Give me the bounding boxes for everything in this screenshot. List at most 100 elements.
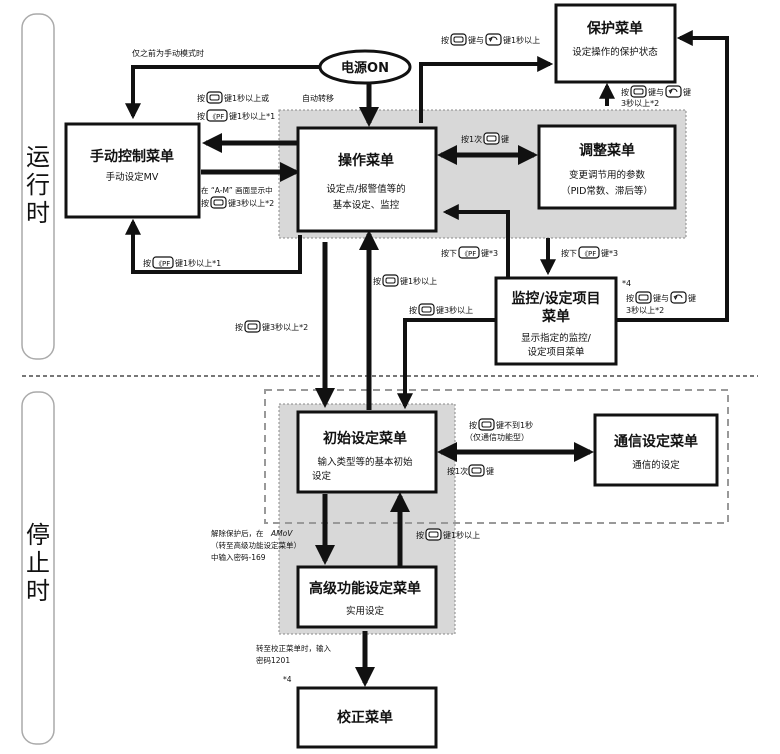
calib-menu-title: 校正菜单 <box>337 709 393 726</box>
label-calib-1: 转至校正菜单时，输入 <box>256 643 331 653</box>
label-comm-key-post: 键不到1秒 <box>496 420 533 430</box>
label-auto-trans: 自动转移 <box>302 93 334 103</box>
label-comm-once-pre: 按1次 <box>447 466 468 476</box>
label-am-key-post: 键3秒以上*2 <box>228 198 274 208</box>
label-am-key-pre: 按 <box>201 198 209 208</box>
stopped-char-2: 止 <box>26 549 50 577</box>
label-adjust-to-monitor-post: 键*3 <box>601 248 618 258</box>
label-monitor-protect-pre: 按 <box>626 293 634 303</box>
protect-menu-desc: 设定操作的保护状态 <box>572 46 658 58</box>
label-to-manual-2-post: 键1秒以上*1 <box>229 111 275 121</box>
operation-menu-title: 操作菜单 <box>338 152 394 169</box>
label-to-manual-2-pre: 按 <box>197 111 205 121</box>
label-to-manual-1-pre: 按 <box>197 93 205 103</box>
label-to-protect-mid: 键与 <box>468 35 484 45</box>
monitor-menu-title-1: 监控/设定项目 <box>511 290 600 307</box>
calib-menu-box <box>296 686 438 749</box>
label-am-display: 在 “A-M” 画面显示中 <box>201 185 273 195</box>
pf-key-icon: 《PF <box>155 260 170 268</box>
label-monitor-to-init-post: 键3秒以上 <box>436 305 473 315</box>
pf-key-icon: 《PF <box>209 113 224 121</box>
label-to-manual-1-post: 键1秒以上或 <box>224 93 269 103</box>
label-monitor-to-op-post: 键*3 <box>481 248 498 258</box>
comm-menu-desc: 通信的设定 <box>632 459 680 471</box>
operation-menu-desc-2: 基本设定、监控 <box>333 199 400 211</box>
label-monitor-protect-post: 键 <box>688 293 696 303</box>
label-op-to-init-post: 键3秒以上*2 <box>262 322 308 332</box>
stopped-bracket <box>21 391 55 745</box>
label-star4-calib: *4 <box>283 675 292 684</box>
stop-dashed-region <box>264 389 729 524</box>
mode-key-icon <box>635 291 652 304</box>
initial-menu-desc-2: 设定 <box>312 470 332 482</box>
label-prev-manual: 仅之前为手动模式时 <box>132 48 204 58</box>
label-once-adjust-pre: 按1次 <box>461 134 482 144</box>
label-adjust-to-monitor-pre: 按下 <box>561 248 577 258</box>
advanced-menu-box <box>296 565 438 629</box>
manual-menu-desc: 手动设定MV <box>106 171 159 183</box>
manual-menu-box <box>64 122 201 219</box>
pf-key-icon: 《PF <box>461 250 476 258</box>
initial-menu-title: 初始设定菜单 <box>323 430 407 447</box>
label-release-3: 中输入密码-169 <box>211 552 266 562</box>
label-adv-back-pre: 按 <box>416 530 424 540</box>
label-comm-once-post: 键 <box>486 466 494 476</box>
monitor-menu-title-2: 菜单 <box>541 308 570 325</box>
label-protect-back-post: 键 <box>683 87 691 97</box>
adjust-menu-title: 调整菜单 <box>579 142 635 159</box>
monitor-menu-desc-1: 显示指定的监控/ <box>521 332 592 344</box>
running-char-3: 时 <box>26 199 50 227</box>
pf-key-icon: 《PF <box>581 250 596 258</box>
label-to-protect-pre: 按 <box>441 35 449 45</box>
running-char-2: 行 <box>26 171 50 199</box>
running-bracket <box>21 13 55 360</box>
label-release-1: 解除保护后，在 <box>211 528 264 538</box>
mode-key-icon <box>244 320 261 333</box>
label-manual-back-post: 键1秒以上*1 <box>175 258 221 268</box>
operation-menu-desc-1: 设定点/报警值等的 <box>326 183 405 195</box>
label-calib-2: 密码1201 <box>256 655 290 665</box>
loop-key-icon <box>670 291 687 304</box>
mode-key-icon <box>425 528 442 541</box>
label-adv-back-post: 键1秒以上 <box>443 530 480 540</box>
comm-menu-box <box>593 413 719 487</box>
label-protect-back-2: 3秒以上*2 <box>621 98 659 108</box>
mode-key-icon <box>478 418 495 431</box>
loop-key-icon <box>665 85 682 98</box>
adjust-menu-desc-2: （PID常数、滞后等） <box>561 185 653 197</box>
operation-menu-box <box>296 126 438 233</box>
power-on-node <box>318 49 412 85</box>
mode-key-icon <box>418 303 435 316</box>
label-once-adjust-post: 键 <box>501 134 509 144</box>
power-on-label: 电源ON <box>341 60 389 76</box>
loop-key-icon <box>485 33 502 46</box>
advanced-menu-title: 高级功能设定菜单 <box>309 580 421 597</box>
comm-menu-title: 通信设定菜单 <box>614 433 698 450</box>
label-protect-back-mid: 键与 <box>648 87 664 97</box>
running-char-1: 运 <box>26 143 50 171</box>
label-protect-back-pre: 按 <box>621 87 629 97</box>
initial-menu-desc-1: 输入类型等的基本初始 <box>317 456 413 468</box>
label-monitor-protect-mid: 键与 <box>653 293 669 303</box>
label-init-to-op-pre: 按 <box>373 276 381 286</box>
monitor-menu-box <box>494 276 618 366</box>
stopped-char-1: 停 <box>26 521 50 549</box>
adjust-menu-desc-1: 变更调节用的参数 <box>569 169 646 181</box>
stopped-char-3: 时 <box>26 577 50 605</box>
label-monitor-to-init-pre: 按 <box>409 305 417 315</box>
label-comm-key-2: （仅通信功能型） <box>465 432 529 442</box>
advanced-menu-desc: 实用设定 <box>346 605 385 617</box>
mode-key-icon <box>630 85 647 98</box>
label-op-to-init-pre: 按 <box>235 322 243 332</box>
label-comm-key-pre: 按 <box>469 420 477 430</box>
mode-key-icon <box>382 274 399 287</box>
mode-key-icon <box>206 91 223 104</box>
mode-key-icon <box>210 196 227 209</box>
protect-menu-box <box>554 3 677 84</box>
mode-key-icon <box>468 464 485 477</box>
label-to-protect-post: 键1秒以上 <box>503 35 540 45</box>
label-monitor-protect-2: 3秒以上*2 <box>626 305 664 315</box>
mode-key-icon <box>450 33 467 46</box>
label-manual-back-pre: 按 <box>143 258 151 268</box>
